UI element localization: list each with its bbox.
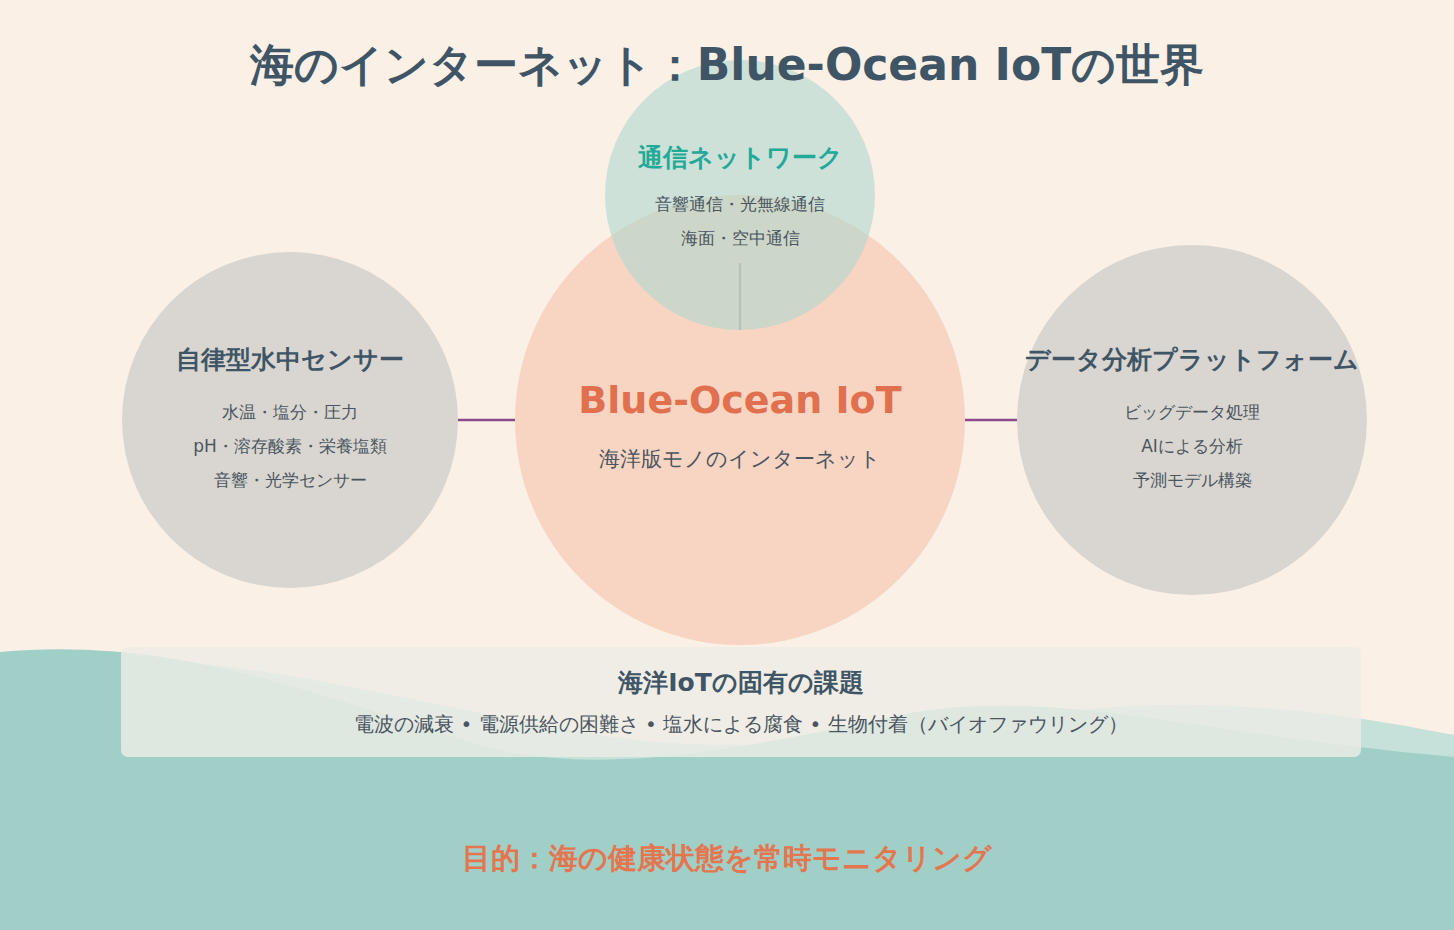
- node-body: 水温・塩分・圧力: [222, 395, 358, 429]
- node-heading: データ分析プラットフォーム: [1025, 343, 1359, 377]
- circle-fill: [1017, 245, 1367, 595]
- node-body: ビッグデータ処理: [1124, 395, 1260, 429]
- node-content: 自律型水中センサー水温・塩分・圧力pH・溶存酸素・栄養塩類音響・光学センサー: [122, 252, 458, 588]
- node-heading: 通信ネットワーク: [638, 141, 843, 175]
- node-body: 音響・光学センサー: [214, 463, 367, 497]
- node-content: データ分析プラットフォームビッグデータ処理AIによる分析予測モデル構築: [1017, 245, 1367, 595]
- diagram-title: 海のインターネット：Blue-Ocean IoTの世界: [0, 36, 1454, 95]
- node-body: 電波の減衰 • 電源供給の困難さ • 塩水による腐食 • 生物付着（バイオファウ…: [354, 709, 1128, 739]
- node-heading: Blue-Ocean IoT: [578, 376, 901, 424]
- circle-fill: [605, 60, 875, 330]
- node-body: 海面・空中通信: [681, 221, 800, 255]
- node-content: 通信ネットワーク音響通信・光無線通信海面・空中通信: [605, 60, 875, 330]
- connector-line: [965, 419, 1017, 422]
- node-body: 音響通信・光無線通信: [655, 187, 825, 221]
- circle-fill: [122, 252, 458, 588]
- network-circle: 通信ネットワーク音響通信・光無線通信海面・空中通信: [605, 60, 875, 330]
- platform-circle: データ分析プラットフォームビッグデータ処理AIによる分析予測モデル構築: [1017, 245, 1367, 595]
- node-content: 海洋IoTの固有の課題電波の減衰 • 電源供給の困難さ • 塩水による腐食 • …: [121, 647, 1361, 757]
- node-heading: 海洋IoTの固有の課題: [618, 665, 864, 701]
- node-body: 予測モデル構築: [1133, 463, 1252, 497]
- node-heading: 自律型水中センサー: [176, 343, 404, 377]
- node-body: 海洋版モノのインターネット: [599, 444, 881, 474]
- sensor-circle: 自律型水中センサー水温・塩分・圧力pH・溶存酸素・栄養塩類音響・光学センサー: [122, 252, 458, 588]
- node-body: AIによる分析: [1141, 429, 1243, 463]
- node-body: pH・溶存酸素・栄養塩類: [193, 429, 387, 463]
- connector-line: [458, 419, 515, 422]
- purpose-label: 目的：海の健康状態を常時モニタリング: [0, 839, 1454, 879]
- challenge-band: 海洋IoTの固有の課題電波の減衰 • 電源供給の困難さ • 塩水による腐食 • …: [121, 647, 1361, 757]
